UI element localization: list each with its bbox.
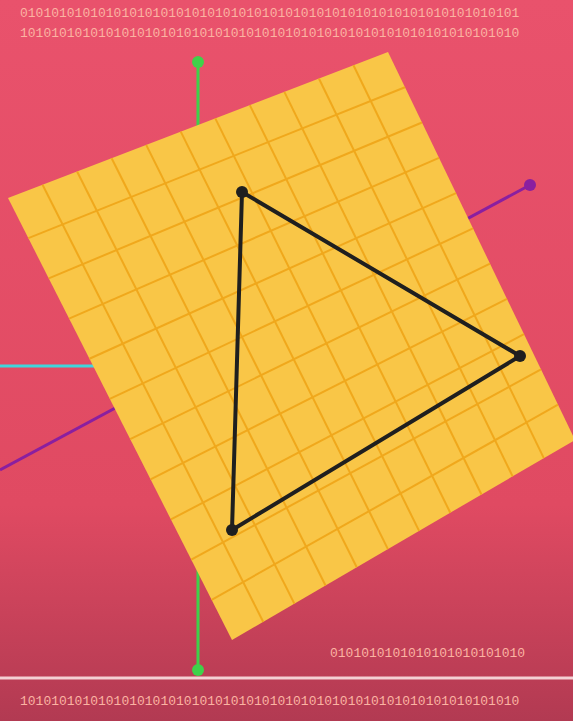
vertex-dot bbox=[514, 350, 526, 362]
grid-line bbox=[212, 405, 558, 600]
axis-dot bbox=[192, 664, 204, 676]
vertex-dot bbox=[236, 186, 248, 198]
axis-dot bbox=[524, 179, 536, 191]
grid-line bbox=[171, 334, 524, 519]
grid-line bbox=[110, 228, 473, 399]
grid-line bbox=[181, 132, 388, 549]
grid-line bbox=[89, 193, 456, 359]
binary-watermark: 1010101010101010101010101010101010101010… bbox=[20, 694, 519, 710]
grid-line bbox=[250, 105, 450, 513]
grid-line bbox=[191, 369, 541, 559]
binary-watermark: 0101010101010101010101010 bbox=[330, 646, 525, 662]
binary-watermark: 0101010101010101010101010101010101010101… bbox=[20, 6, 519, 22]
grid-line bbox=[28, 87, 405, 238]
floor-line bbox=[0, 677, 573, 680]
axis-dot bbox=[192, 56, 204, 68]
grid-line bbox=[284, 92, 481, 495]
grid-line bbox=[49, 123, 422, 279]
grid-line bbox=[215, 118, 419, 531]
vertex-dot bbox=[226, 524, 238, 536]
triangle bbox=[232, 192, 520, 530]
grid-line bbox=[130, 264, 490, 439]
grid-line bbox=[151, 299, 507, 479]
binary-watermark: 1010101010101010101010101010101010101010… bbox=[20, 26, 519, 42]
grid-line bbox=[146, 145, 357, 567]
plane-grid bbox=[28, 65, 558, 622]
grid-plane bbox=[8, 52, 573, 640]
grid-line bbox=[77, 171, 294, 603]
grid-line bbox=[43, 185, 264, 622]
